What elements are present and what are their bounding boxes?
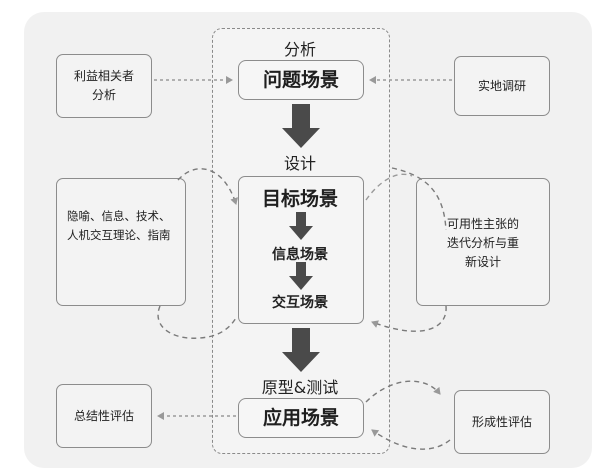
problem-scene-box: 问题场景 xyxy=(238,60,364,100)
stakeholder-analysis-label: 利益相关者 分析 xyxy=(73,69,134,102)
formative-evaluation-box: 形成性评估 xyxy=(454,390,550,454)
field-research-box: 实地调研 xyxy=(454,56,550,116)
curve-to-formative xyxy=(365,380,441,403)
flow-arrow-goal-to-info xyxy=(289,212,313,240)
flow-arrow-design-to-prototype xyxy=(282,328,320,372)
curve-usability-bottom xyxy=(371,305,447,332)
curve-metaphor-top xyxy=(177,168,239,205)
goal-scene-label: 目标场景 xyxy=(261,188,338,210)
stakeholder-analysis-box: 利益相关者 分析 xyxy=(56,54,152,118)
stage-label-prototype: 原型&测试 xyxy=(261,378,339,397)
formative-evaluation-label: 形成性评估 xyxy=(471,414,532,429)
usability-redesign-label: 可用性主张的 迭代分析与重 新设计 xyxy=(446,217,519,269)
field-research-label: 实地调研 xyxy=(477,78,526,93)
interaction-scene-label: 交互场景 xyxy=(272,295,328,311)
stage-label-design: 设计 xyxy=(283,154,316,173)
problem-scene-label: 问题场景 xyxy=(262,68,339,91)
curve-usability-right xyxy=(391,167,447,231)
metaphor-theory-box: 隐喻、信息、技术、 人机交互理论、指南 xyxy=(56,178,186,306)
flow-arrow-analysis-to-design xyxy=(282,104,320,148)
goal-scene-box xyxy=(238,176,364,324)
summative-evaluation-box: 总结性评估 xyxy=(56,384,152,448)
curve-metaphor-bottom xyxy=(157,305,237,339)
curve-goal-to-usability xyxy=(365,173,413,201)
stage-label-analysis: 分析 xyxy=(283,40,316,59)
curve-formative-back xyxy=(371,429,451,450)
metaphor-theory-label: 隐喻、信息、技术、 人机交互理论、指南 xyxy=(67,209,171,242)
summative-evaluation-label: 总结性评估 xyxy=(73,408,134,423)
usability-redesign-box: 可用性主张的 迭代分析与重 新设计 xyxy=(416,178,550,306)
application-scene-box: 应用场景 xyxy=(238,398,364,438)
flow-arrow-info-to-interaction xyxy=(289,262,313,290)
info-scene-label: 信息场景 xyxy=(272,247,328,263)
application-scene-label: 应用场景 xyxy=(262,406,339,429)
